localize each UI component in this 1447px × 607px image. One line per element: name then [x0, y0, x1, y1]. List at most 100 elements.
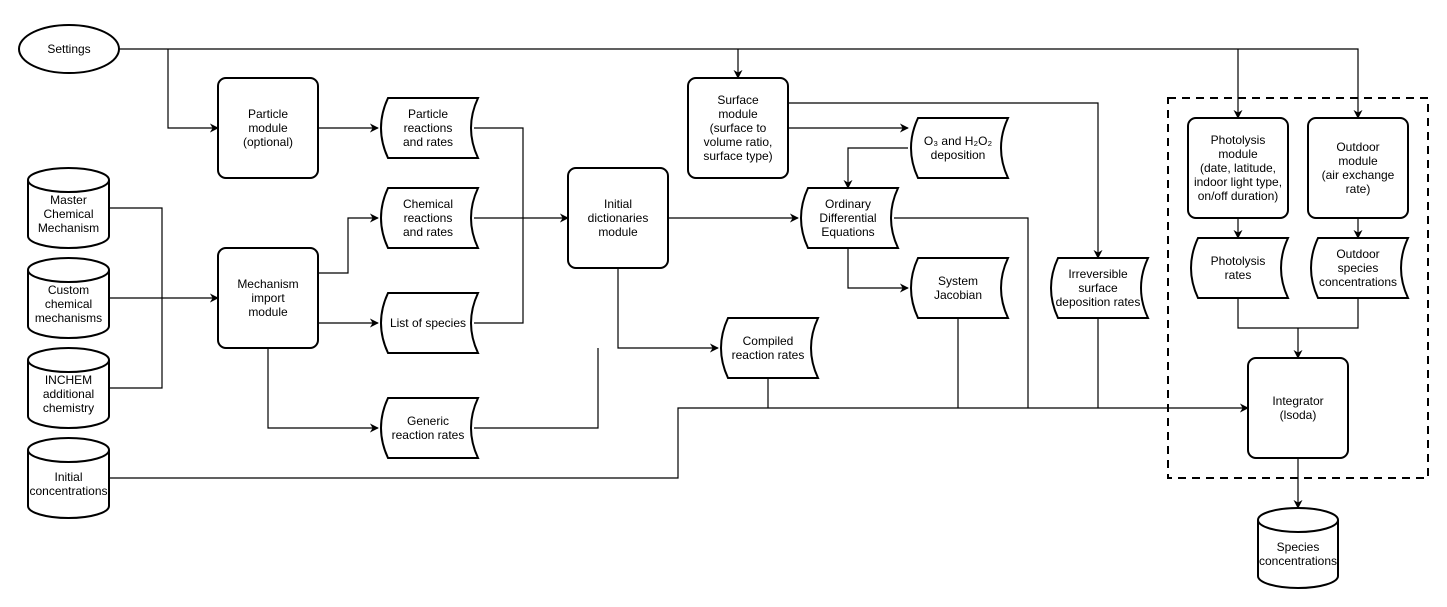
label-line: (optional)	[243, 135, 293, 149]
process-shape	[1247, 357, 1349, 459]
label-line: (lsoda)	[1280, 408, 1317, 422]
dictionaries-to-compiled-rates-edge	[617, 268, 719, 353]
settings-label: Settings	[47, 42, 90, 56]
process-shape	[1307, 117, 1409, 219]
label-line: deposition rates	[1056, 295, 1141, 309]
label-line: concentrations	[1259, 554, 1337, 568]
label-line: and rates	[403, 225, 453, 239]
cylinder-rim	[27, 449, 110, 463]
integrator-label: Integrator(lsoda)	[1272, 394, 1323, 422]
label-line: Mechanism	[237, 277, 298, 291]
stored-data-shape	[910, 257, 1010, 319]
ode-to-integrator-bus-edge	[894, 217, 1029, 408]
label-line: Particle	[408, 107, 448, 121]
stored-data-shape	[380, 97, 480, 159]
label-line: Compiled	[743, 334, 794, 348]
initial-concentrations-to-integrator-edge	[109, 403, 1249, 479]
cylinder-shape	[27, 347, 110, 429]
settings-to-outdoor-module-edge	[119, 48, 1363, 119]
label-line: Generic	[407, 414, 449, 428]
stored-data-shape	[380, 292, 480, 354]
label-line: List of species	[390, 316, 466, 330]
process-shape	[217, 77, 319, 179]
integrator-node[interactable]: Integrator(lsoda)	[1247, 357, 1349, 459]
label-line: species	[1338, 261, 1379, 275]
label-line: module	[248, 121, 288, 135]
label-line: and rates	[403, 135, 453, 149]
label-line: module	[718, 107, 758, 121]
process-shape	[687, 77, 789, 179]
label-line: import	[251, 291, 285, 305]
cylinder-rim	[1257, 519, 1339, 533]
list-of-species-node[interactable]: List of species	[380, 292, 480, 354]
label-line: module	[248, 305, 288, 319]
label-line: System	[938, 274, 978, 288]
label-line: surface	[1078, 281, 1118, 295]
label-line: volume ratio,	[704, 135, 773, 149]
label-line: Species	[1277, 540, 1320, 554]
cylinder-shape	[27, 437, 110, 519]
o3-deposition-to-ode-edge	[843, 147, 908, 189]
label-line: concentrations	[1319, 275, 1397, 289]
label-line: Outdoor	[1336, 247, 1379, 261]
process-shape	[217, 247, 319, 349]
stored-data-shape	[1050, 257, 1150, 319]
label-line: mechanisms	[35, 311, 102, 325]
label-line: Irreversible	[1068, 267, 1128, 281]
rates-bus-edge	[474, 127, 524, 324]
label-line: reactions	[404, 121, 453, 135]
process-shape	[567, 167, 669, 269]
cylinder-shape	[27, 257, 110, 339]
edges-layer	[109, 48, 1363, 509]
label-line: (surface to	[710, 121, 767, 135]
label-line: Master	[50, 193, 87, 207]
label-line: Chemical	[403, 197, 453, 211]
label-line: deposition	[931, 148, 986, 162]
cylinder-shape	[27, 167, 110, 249]
settings-node[interactable]: Settings	[18, 24, 120, 74]
label-line: reaction rates	[392, 428, 465, 442]
label-line: Differential	[819, 211, 876, 225]
generic-rates-to-compiled-edge	[474, 348, 599, 429]
label-line: Outdoor	[1336, 140, 1379, 154]
label-line: INCHEM	[45, 373, 92, 387]
label-line: module	[1338, 154, 1378, 168]
label-line: chemical	[45, 297, 92, 311]
cylinder-rim	[27, 179, 110, 193]
